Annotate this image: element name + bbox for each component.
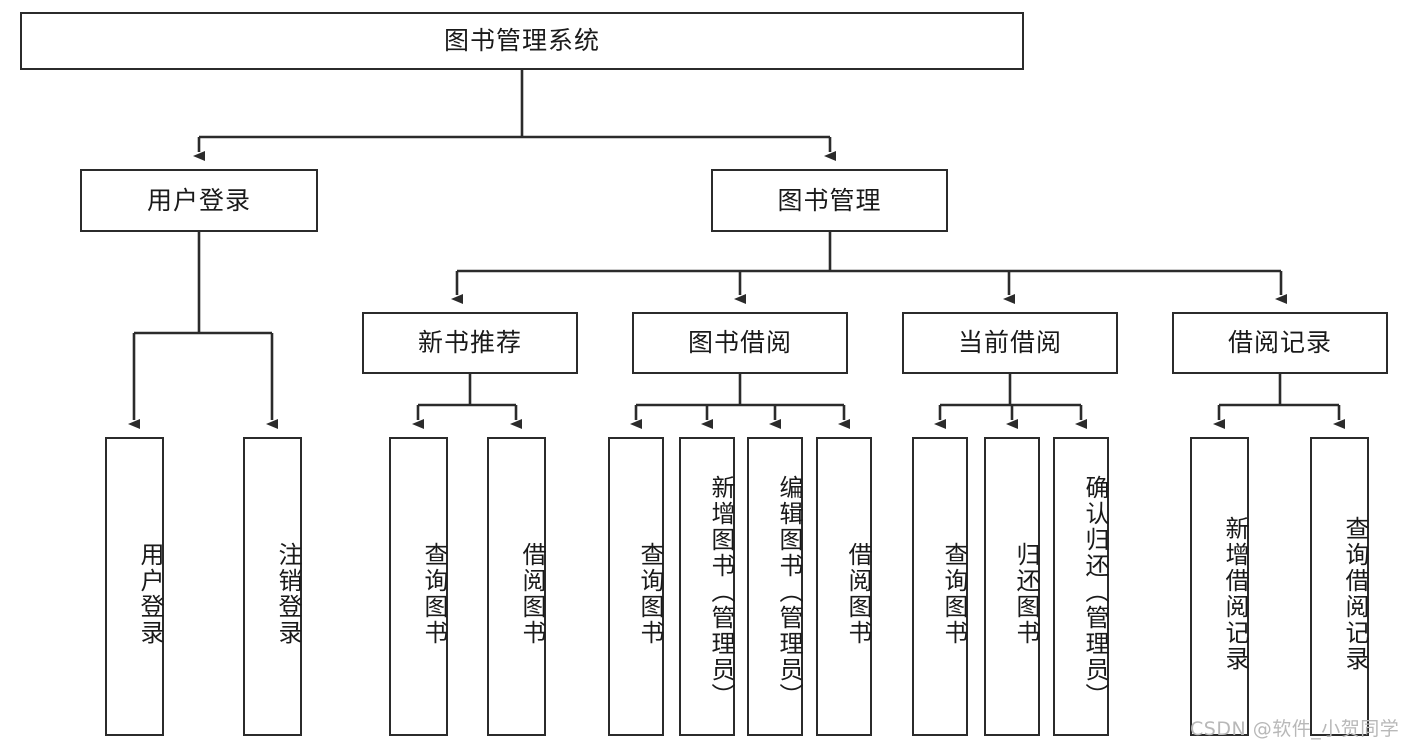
node-book-manage[interactable]: 图书管理 [711, 169, 948, 232]
node-leaf-query-book-1[interactable]: 查询图书 [389, 437, 448, 736]
node-new-book-recommend[interactable]: 新书推荐 [362, 312, 578, 374]
node-leaf-borrow-book-2[interactable]: 借阅图书 [816, 437, 872, 736]
node-leaf-query-borrow-record[interactable]: 查询借阅记录 [1310, 437, 1369, 736]
node-borrow-record[interactable]: 借阅记录 [1172, 312, 1388, 374]
node-leaf-add-borrow-record[interactable]: 新增借阅记录 [1190, 437, 1249, 736]
node-current-borrow[interactable]: 当前借阅 [902, 312, 1118, 374]
node-book-borrow[interactable]: 图书借阅 [632, 312, 848, 374]
node-leaf-user-logout[interactable]: 注销登录 [243, 437, 302, 736]
node-leaf-edit-book[interactable]: 编辑图书（管理员） [747, 437, 803, 736]
node-root-system[interactable]: 图书管理系统 [20, 12, 1024, 70]
watermark-text: CSDN @软件_小贺同学 [1190, 718, 1400, 740]
node-leaf-query-book-2[interactable]: 查询图书 [608, 437, 664, 736]
node-leaf-borrow-book-1[interactable]: 借阅图书 [487, 437, 546, 736]
node-leaf-add-book[interactable]: 新增图书（管理员） [679, 437, 735, 736]
node-leaf-query-book-3[interactable]: 查询图书 [912, 437, 968, 736]
node-leaf-user-login[interactable]: 用户登录 [105, 437, 164, 736]
node-user-login[interactable]: 用户登录 [80, 169, 318, 232]
node-leaf-return-book[interactable]: 归还图书 [984, 437, 1040, 736]
node-leaf-confirm-return[interactable]: 确认归还（管理员） [1053, 437, 1109, 736]
